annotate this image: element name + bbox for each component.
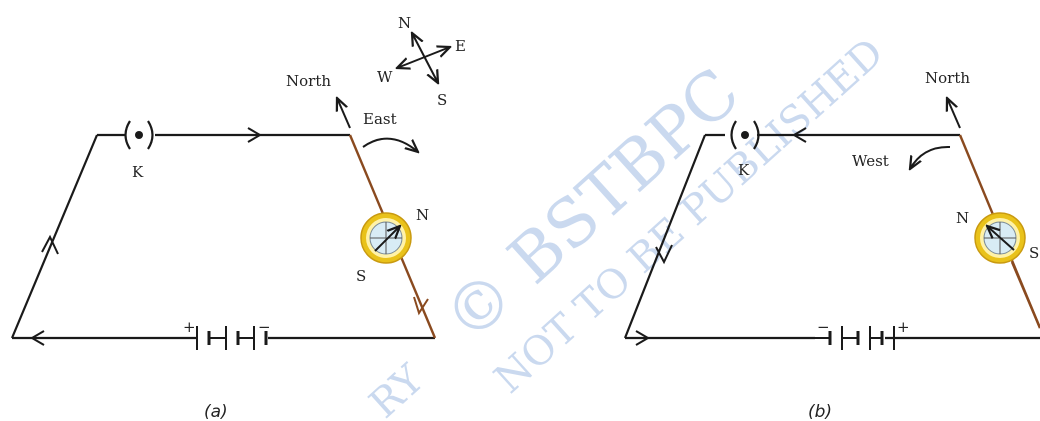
watermark: © BSTBPC NOT TO BE PUBLISHED RY — [361, 30, 893, 421]
north-label-b: North — [925, 69, 970, 87]
needle-s-b: S — [1029, 244, 1039, 262]
panel-a: K + − North East N S (a) — [10, 72, 437, 421]
compass-rose-e: E — [455, 37, 466, 55]
compass-rose-w: W — [377, 68, 393, 86]
caption-a: (a) — [204, 402, 228, 421]
watermark-line-3: RY — [361, 356, 433, 421]
north-south-arrow — [412, 33, 438, 83]
east-west-arrow — [397, 47, 450, 68]
wire-left-b — [623, 134, 707, 339]
battery-plus-a: + — [183, 318, 196, 336]
key-label-a: K — [132, 163, 144, 181]
current-arrow-bottom-a — [30, 330, 45, 346]
north-arrow-b — [947, 98, 961, 129]
current-arrow-bottom-b — [635, 330, 650, 346]
caption-b: (b) — [808, 402, 832, 421]
key-switch-a[interactable] — [124, 120, 154, 150]
key-label-b: K — [738, 161, 750, 179]
battery-b — [815, 326, 895, 350]
compass-a — [360, 212, 412, 264]
current-arrow-wire-a — [413, 296, 429, 316]
compass-rose-s: S — [437, 91, 447, 109]
deflection-label-a: East — [363, 110, 397, 128]
north-label-a: North — [286, 72, 331, 90]
compass-rose-n: N — [398, 14, 411, 32]
deflection-label-b: West — [852, 152, 889, 170]
deflection-arrow-b — [910, 145, 951, 169]
needle-s-a: S — [356, 267, 366, 285]
compass-needle-a — [374, 226, 400, 252]
key-switch-b[interactable] — [730, 120, 760, 150]
compass-b — [974, 212, 1026, 264]
battery-plus-b: + — [897, 318, 910, 336]
compass-needle-b — [987, 226, 1015, 251]
needle-n-b: N — [956, 209, 969, 227]
deflection-arrow-a — [362, 137, 418, 152]
north-arrow-a — [337, 98, 351, 129]
battery-minus-b: − — [817, 318, 830, 336]
current-arrow-top-b — [792, 127, 807, 143]
current-arrow-left-b — [655, 244, 673, 265]
current-arrow-top-a — [247, 127, 262, 143]
panel-b: K − + North West N — [623, 69, 1040, 421]
wire-left-a — [10, 134, 99, 339]
battery-minus-a: − — [258, 318, 271, 336]
current-wire-b-over-compass — [1010, 261, 1040, 329]
needle-n-a: N — [416, 206, 429, 224]
compass-rose: N E W S — [377, 14, 466, 109]
current-arrow-left-a — [41, 234, 59, 255]
battery-a — [196, 326, 268, 350]
